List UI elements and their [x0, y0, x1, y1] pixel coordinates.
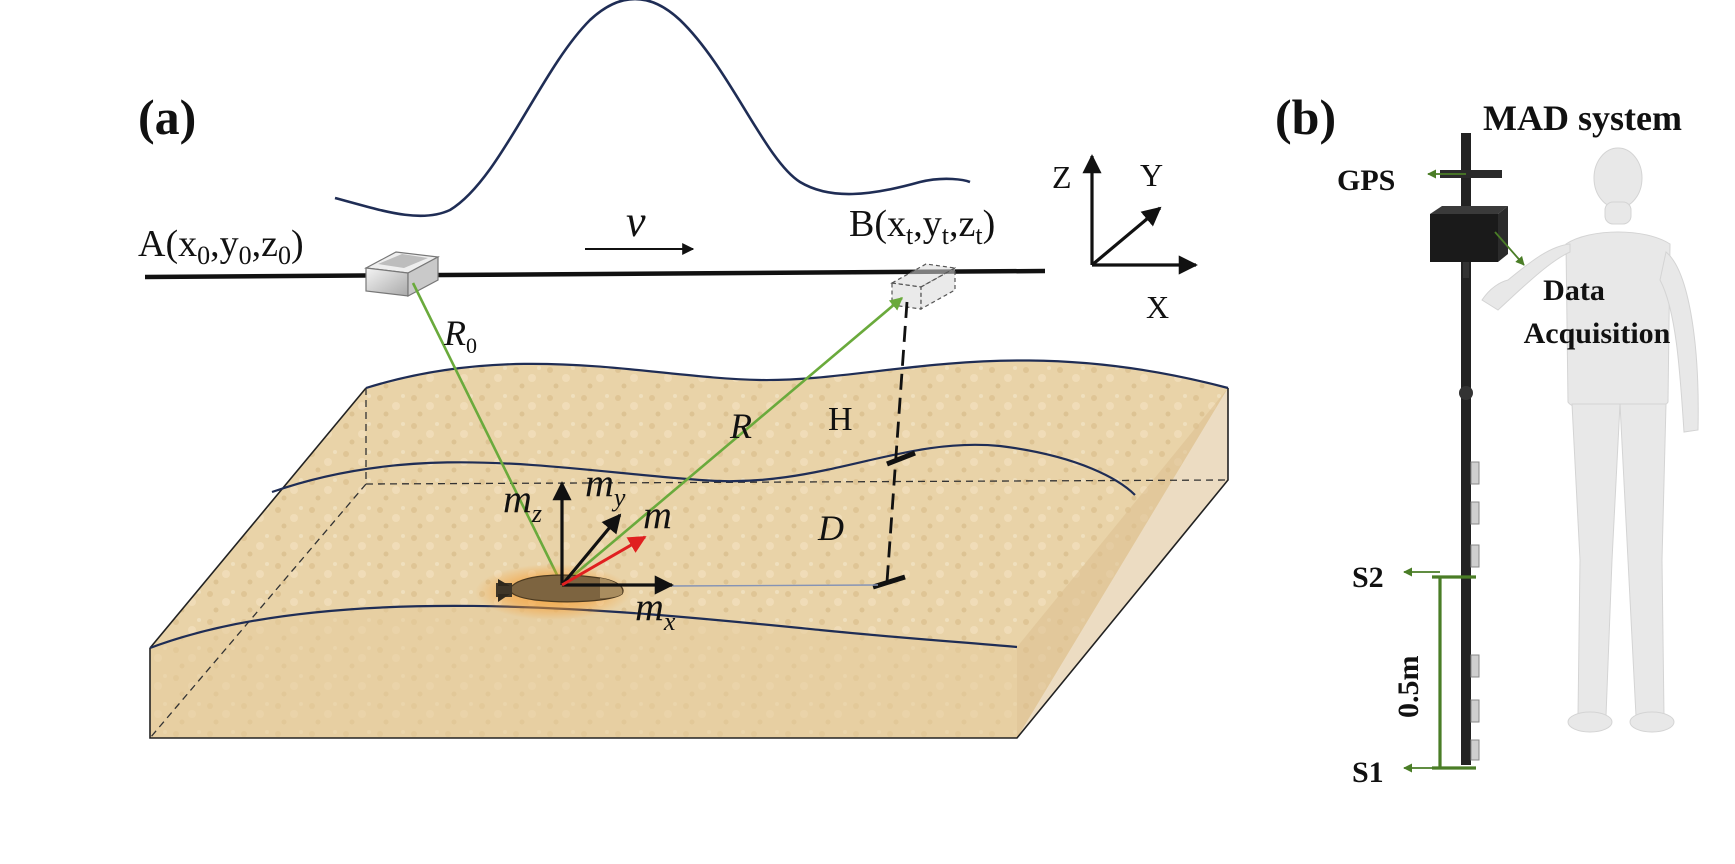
- y-axis-arrow: [1090, 206, 1162, 267]
- thin-target-line: [667, 584, 879, 587]
- gps-mount: [1440, 170, 1502, 178]
- r-label: R: [729, 406, 752, 446]
- r0-label: R0: [443, 313, 477, 358]
- s1-label: S1: [1352, 756, 1384, 789]
- middle-layer-curve: [271, 443, 1136, 496]
- depth-tick: [872, 574, 906, 590]
- m-label: m: [643, 492, 672, 537]
- axis-z-label: Z: [1052, 159, 1072, 195]
- buried-target: [475, 564, 631, 620]
- sand-block: [149, 359, 1229, 739]
- panel-b: (b) MAD system: [1275, 89, 1699, 789]
- operator-silhouette: [1481, 147, 1699, 733]
- point-a-label: A(x0,y0,z0): [138, 223, 304, 270]
- s2-label: S2: [1352, 561, 1384, 594]
- data-acquisition-box: [1430, 214, 1498, 262]
- sensor-pole: [1430, 133, 1508, 765]
- axis-x-label: X: [1146, 289, 1169, 325]
- axis-y-label: Y: [1140, 157, 1163, 193]
- gps-label: GPS: [1337, 164, 1395, 197]
- sand-right-face: [1017, 388, 1228, 738]
- point-b-label: B(xt,yt,zt): [849, 203, 995, 250]
- data-acquisition-line1: Data: [1543, 274, 1605, 307]
- sand-left-edge: [149, 387, 367, 649]
- data-acquisition-arrow: [1494, 231, 1525, 266]
- front-surface-curve: [149, 604, 1018, 650]
- panel-b-label: (b): [1275, 89, 1336, 145]
- sand-outline: [149, 388, 1229, 739]
- velocity-label: v: [626, 197, 646, 246]
- beam-r: [561, 297, 903, 586]
- h-label: H: [828, 401, 853, 438]
- d-label: D: [817, 508, 844, 548]
- beam-r0: [411, 282, 564, 586]
- m-vector: [561, 535, 647, 587]
- sensor-a: [364, 251, 440, 297]
- mz-label: mz: [503, 476, 542, 528]
- hidden-edges: [149, 388, 1229, 739]
- spacing-label: 0.5m: [1392, 656, 1425, 719]
- sensor-b-ghost: [890, 263, 957, 311]
- panel-a: v A(x0,y0,z0) B(xt,yt,zt) (a): [138, 0, 1229, 739]
- mx-label: mx: [635, 584, 676, 636]
- mad-system-title: MAD system: [1483, 98, 1682, 138]
- anomaly-signal-curve: [334, 0, 971, 218]
- sand-front-face: [150, 607, 1017, 738]
- top-surface-curve: [365, 359, 1229, 390]
- survey-line: [144, 268, 1046, 280]
- height-tick: [886, 450, 916, 467]
- my-label: my: [585, 460, 626, 512]
- axes-triad: [1082, 154, 1198, 275]
- panel-a-label: (a): [138, 89, 196, 145]
- my-vector: [560, 513, 622, 587]
- data-acquisition-line2: Acquisition: [1524, 317, 1671, 350]
